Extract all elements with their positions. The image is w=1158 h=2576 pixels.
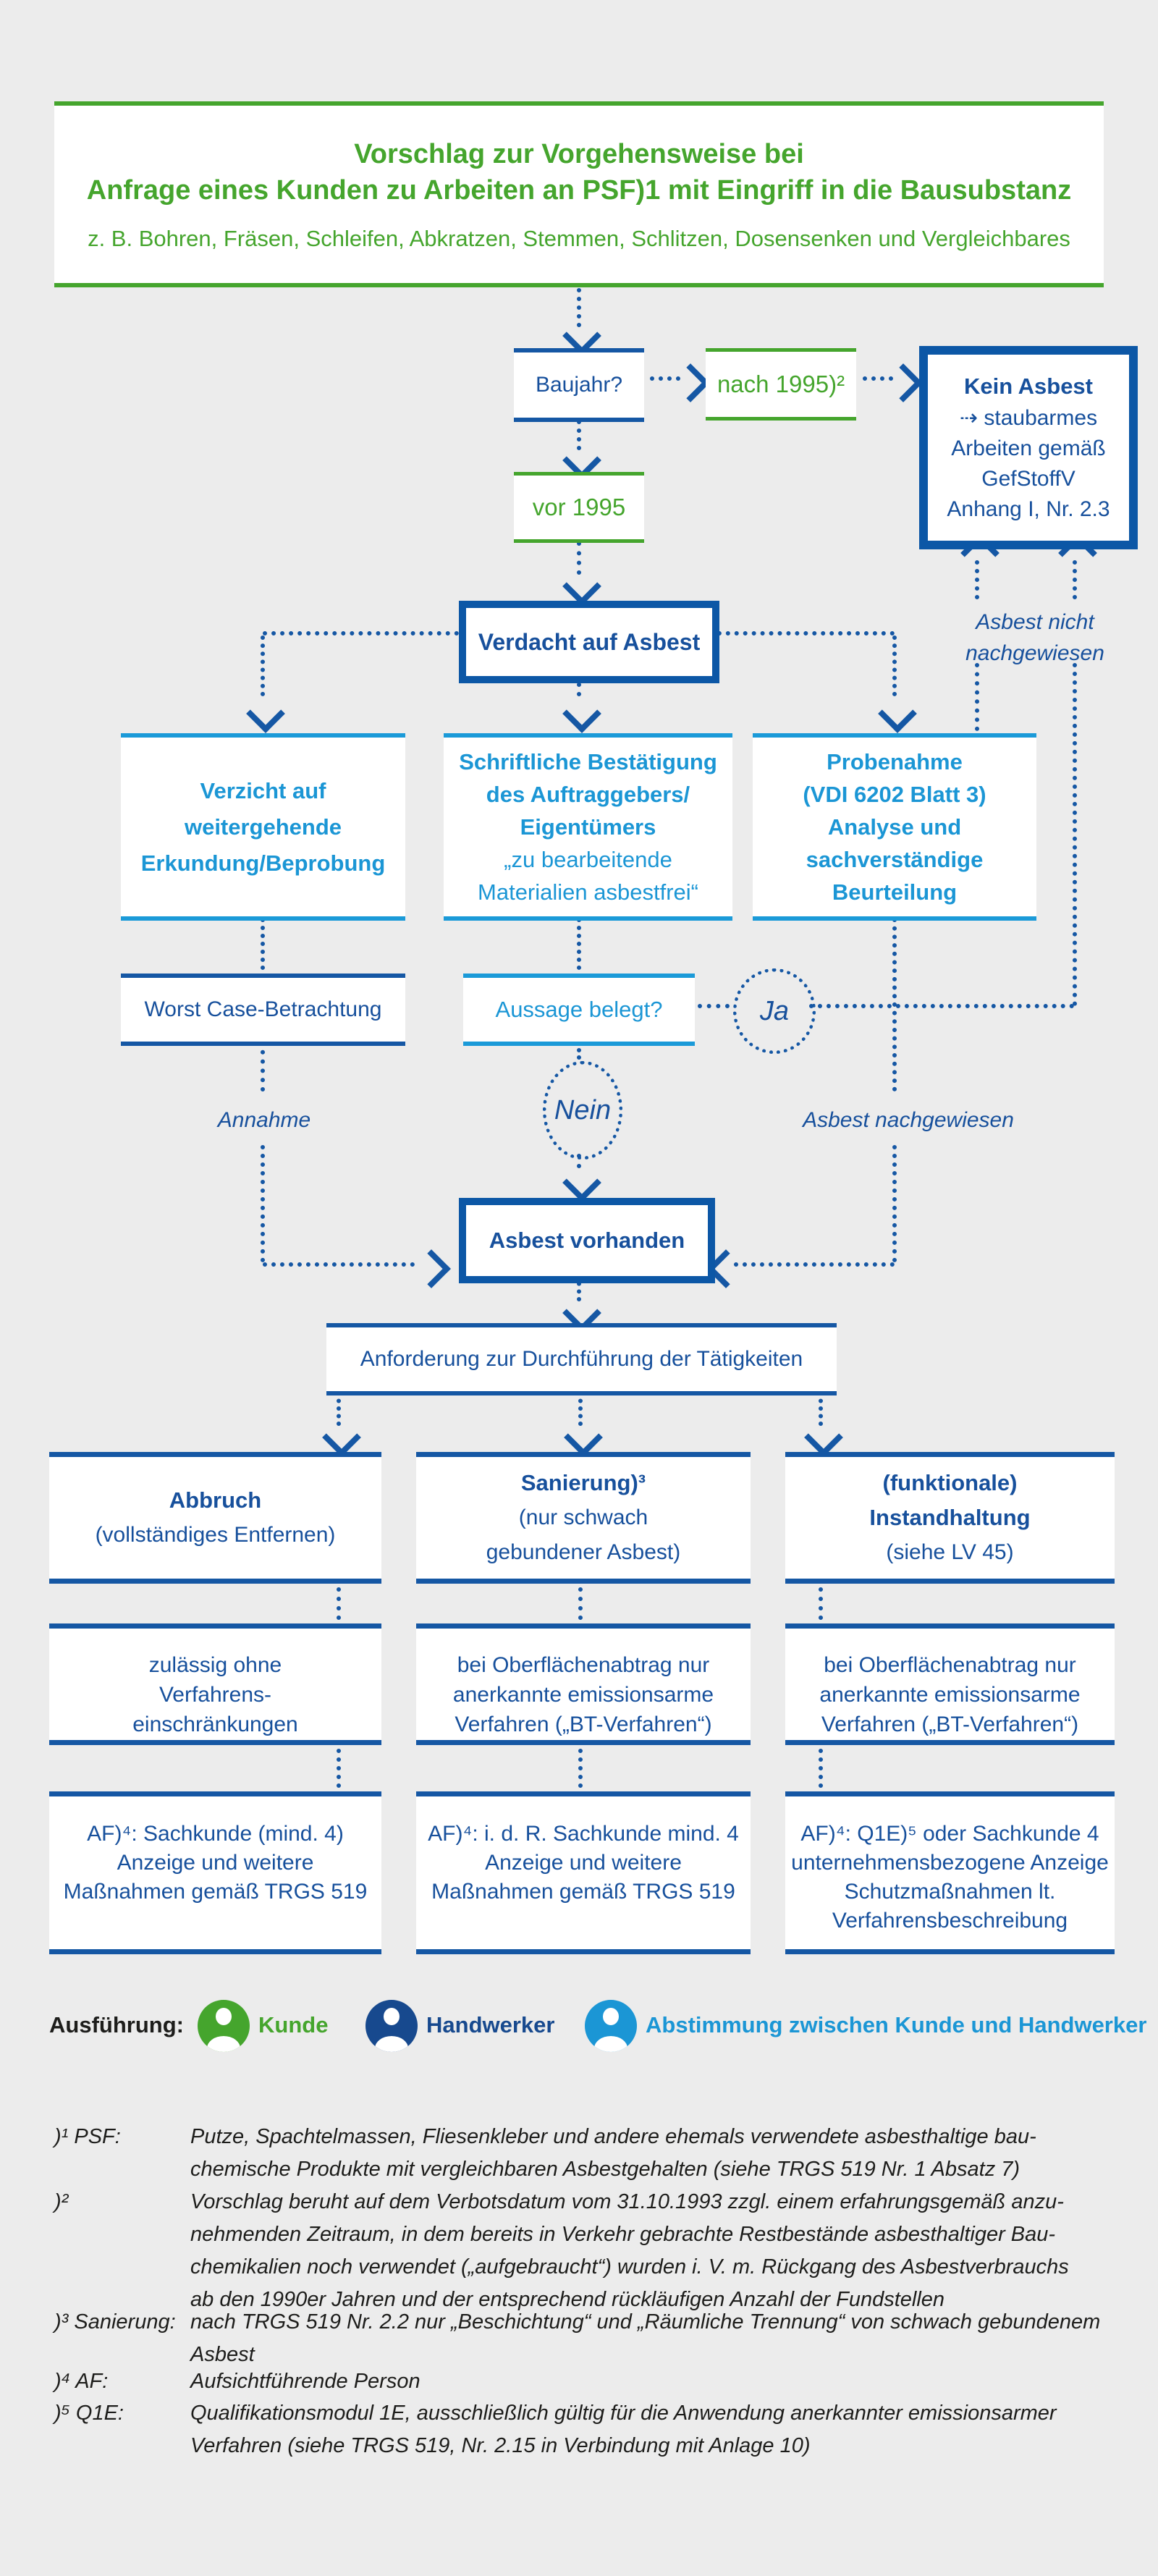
connector-bestaetigung-aussage <box>577 918 581 970</box>
connector-up-keinasbest-1b <box>975 663 979 731</box>
arrowhead-down-icon <box>246 694 285 733</box>
connector-ja-right <box>809 1004 1074 1008</box>
node-instandhaltung: (funktionale)Instandhaltung (siehe LV 45… <box>785 1452 1115 1584</box>
arrowhead-down-icon <box>804 1418 843 1457</box>
connector-nach1995-keinasbest <box>863 376 893 381</box>
connector-d3-e3 <box>819 1578 823 1620</box>
legend-abstimmung: Abstimmung zwischen Kunde und Handwerker <box>646 2012 1147 2037</box>
title-line-3: z. B. Bohren, Fräsen, Schleifen, Abkratz… <box>88 225 1070 251</box>
connector-e2-f2 <box>578 1749 583 1788</box>
arrowhead-right-icon <box>884 363 923 402</box>
arrowhead-down-icon <box>562 694 601 733</box>
decision-nein: Nein <box>543 1061 622 1160</box>
arrowhead-right-icon <box>671 363 710 402</box>
connector-d2-e2 <box>578 1578 583 1620</box>
header-banner: Vorschlag zur Vorgehensweise bei Anfrage… <box>54 101 1104 287</box>
person-head-icon <box>216 2008 232 2025</box>
connector-e3-f3 <box>819 1749 823 1788</box>
person-icon-abstimmung <box>585 2000 637 2052</box>
arrowhead-down-icon <box>562 567 601 606</box>
legend-handwerker: Handwerker <box>426 2012 555 2037</box>
node-abbruch: Abbruch (vollständiges Entfernen) <box>49 1452 381 1584</box>
label-annahme: Annahme <box>217 1108 311 1132</box>
node-anforderung: Anforderung zur Durchführung der Tätigke… <box>326 1323 837 1395</box>
title-line-1: Vorschlag zur Vorgehensweise bei <box>354 138 804 169</box>
arrowhead-down-icon <box>322 1418 361 1457</box>
connector-to-verzicht <box>261 635 265 696</box>
connector-into-vorhanden-right <box>734 1262 895 1267</box>
legend-title: Ausführung: <box>49 2012 184 2037</box>
connector-to-bestaetigung <box>577 673 581 696</box>
node-worst-case: Worst Case-Betrachtung <box>121 974 405 1046</box>
connector-d1-e1 <box>337 1578 341 1620</box>
node-asbest-vorhanden: Asbest vorhanden <box>459 1198 715 1283</box>
connector-annahme-down <box>261 1145 265 1262</box>
connector-baujahr-vor1995 <box>577 420 581 450</box>
connector-anforderung-abbruch <box>337 1391 341 1426</box>
connector-vorhanden-anforderung <box>577 1274 581 1301</box>
node-nach-1995: nach 1995)² <box>706 348 856 421</box>
connector-anforderung-sanierung <box>578 1391 583 1426</box>
node-verdacht-auf-asbest: Verdacht auf Asbest <box>459 601 719 683</box>
connector-up-keinasbest-1 <box>975 560 979 599</box>
connector-up-keinasbest-2 <box>1073 560 1077 599</box>
label-asbest-nachgewiesen: Asbest nachgewiesen <box>803 1108 1014 1132</box>
person-torso-icon <box>207 2036 240 2052</box>
node-vor-1995: vor 1995 <box>514 472 644 543</box>
decision-ja: Ja <box>733 968 816 1054</box>
branch-left <box>263 631 459 635</box>
connector-verzicht-worstcase <box>261 918 265 970</box>
person-torso-icon <box>375 2036 408 2052</box>
connector-aussage-nein <box>577 1041 581 1060</box>
node-aussage-belegt: Aussage belegt? <box>463 974 695 1046</box>
arrowhead-down-icon <box>878 694 917 733</box>
person-icon-kunde <box>198 2000 250 2052</box>
connector-header-baujahr <box>577 288 581 327</box>
legend-kunde: Kunde <box>258 2012 329 2037</box>
connector-worstcase-down <box>261 1041 265 1091</box>
connector-up-keinasbest-2b <box>1073 663 1077 1006</box>
connector-nein-vorhanden <box>577 1154 581 1168</box>
arrowhead-down-icon <box>564 1418 603 1457</box>
connector-aussage-ja <box>698 1004 730 1008</box>
connector-anforderung-instandhaltung <box>819 1391 823 1426</box>
connector-nachgewiesen-down <box>892 1145 897 1262</box>
connector-e1-f1 <box>337 1749 341 1788</box>
connector-to-probenahme <box>892 635 897 696</box>
arrowhead-right-icon <box>412 1249 451 1288</box>
node-af-abbruch: AF)⁴: Sachkunde (mind. 4)Anzeige und wei… <box>49 1791 381 1954</box>
connector-vor1995-verdacht <box>577 541 581 575</box>
connector-into-vorhanden-left <box>263 1262 415 1267</box>
node-baujahr: Baujahr? <box>514 348 644 422</box>
person-torso-icon <box>594 2036 627 2052</box>
person-head-icon <box>603 2008 619 2025</box>
title-line-2: Anfrage eines Kunden zu Arbeiten an PSF)… <box>86 174 1072 206</box>
arrowhead-down-icon <box>562 1163 601 1202</box>
person-head-icon <box>384 2008 400 2025</box>
person-icon-handwerker <box>365 2000 418 2052</box>
branch-right <box>700 631 895 635</box>
connector-baujahr-nach1995 <box>650 376 680 381</box>
